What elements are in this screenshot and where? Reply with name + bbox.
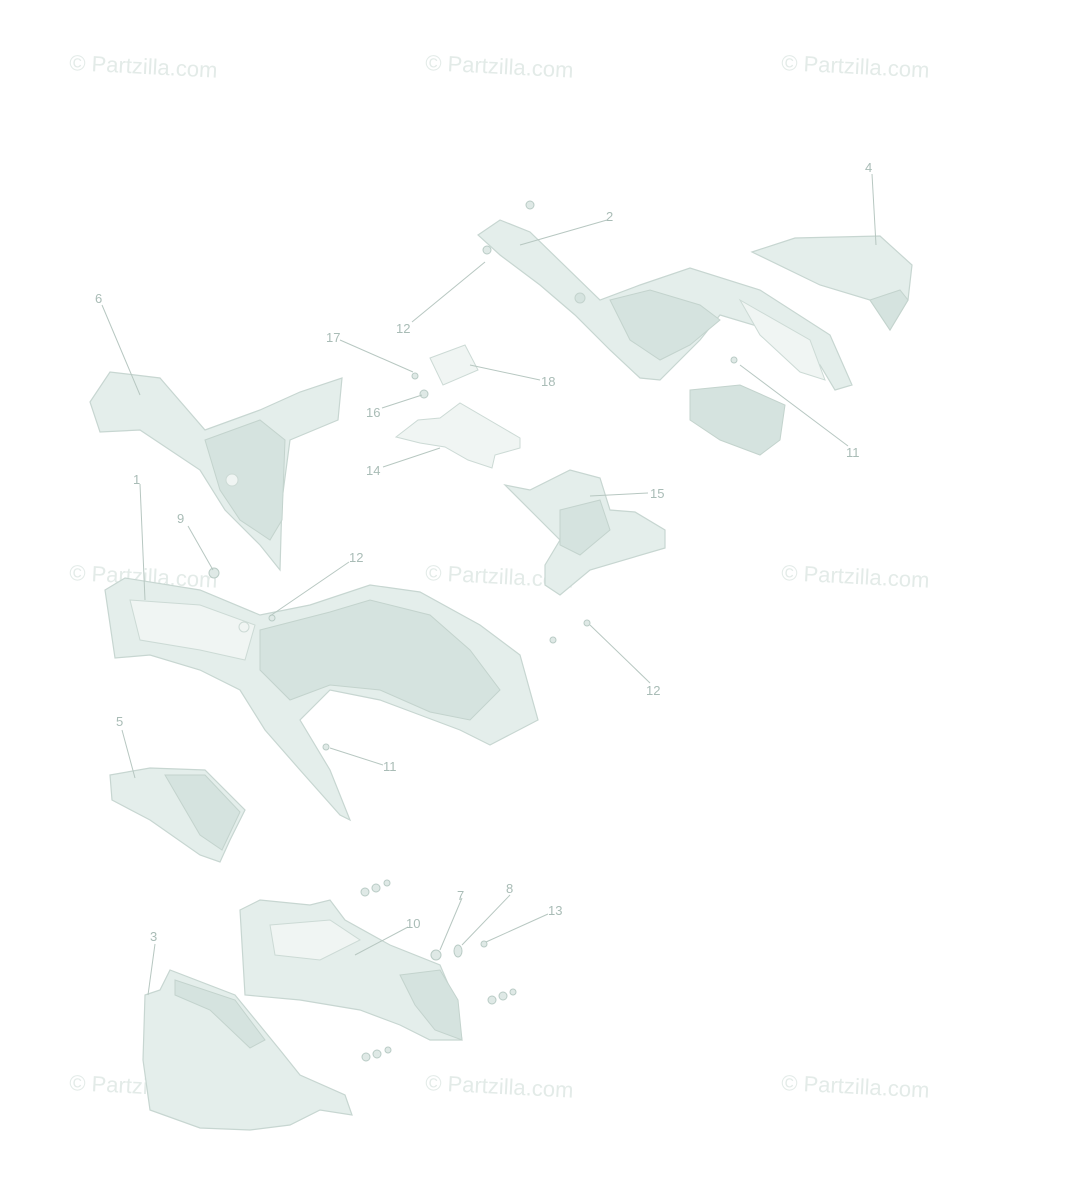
callout-12: 12 xyxy=(396,321,410,336)
callout-12: 12 xyxy=(646,683,660,698)
callout-8: 8 xyxy=(506,881,513,896)
leader-lines xyxy=(101,173,877,996)
callout-17: 17 xyxy=(326,330,340,345)
callout-12: 12 xyxy=(349,550,363,565)
part-15-footrest[interactable] xyxy=(503,469,666,596)
callout-9: 9 xyxy=(177,511,184,526)
callout-1: 1 xyxy=(133,472,140,487)
callout-2: 2 xyxy=(606,209,613,224)
callout-6: 6 xyxy=(95,291,102,306)
callout-16: 16 xyxy=(366,405,380,420)
part-14-tray[interactable] xyxy=(394,402,521,469)
part-2-rear-fender[interactable] xyxy=(477,219,853,456)
part-18-plate[interactable] xyxy=(429,344,479,386)
callout-11: 11 xyxy=(846,445,860,460)
callout-18: 18 xyxy=(541,374,555,389)
callout-4: 4 xyxy=(865,160,872,175)
callout-14: 14 xyxy=(366,463,380,478)
part-10-cowl[interactable] xyxy=(239,899,463,1041)
part-1-main-body[interactable] xyxy=(104,577,539,822)
callout-5: 5 xyxy=(116,714,123,729)
part-4-rear-panel[interactable] xyxy=(750,235,913,332)
callout-3: 3 xyxy=(150,929,157,944)
part-5-side-panel[interactable] xyxy=(109,767,246,863)
callout-13: 13 xyxy=(548,903,562,918)
callout-7: 7 xyxy=(457,888,464,903)
callout-15: 15 xyxy=(650,486,664,501)
callout-labels: 4 2 12 17 18 16 14 15 11 6 1 9 12 12 11 … xyxy=(95,160,872,944)
part-6-front-panel[interactable] xyxy=(89,371,343,572)
callout-10: 10 xyxy=(406,916,420,931)
callout-11: 11 xyxy=(383,759,397,774)
part-3-lower-panel[interactable] xyxy=(142,969,353,1131)
fasteners xyxy=(208,200,738,1062)
